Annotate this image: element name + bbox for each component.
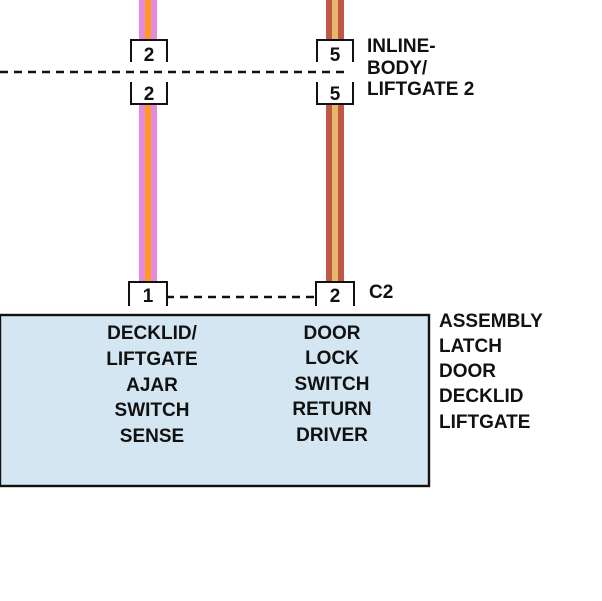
inline-connector-label-line-2: BODY/ <box>367 58 428 79</box>
c2-connector-label: C2 <box>369 282 393 303</box>
wire-left-tracer-top <box>145 0 151 40</box>
component-name-line-1: ASSEMBLY <box>439 311 543 332</box>
inline-connector-label-line-1: INLINE- <box>367 36 436 57</box>
left-function-line-4: SWITCH <box>115 400 190 421</box>
inline-connector-label-line-3: LIFTGATE 2 <box>367 79 474 100</box>
c2-left-pin: 1 <box>128 281 168 307</box>
c2-left-pin-number: 1 <box>143 286 154 307</box>
component-name-line-3: DOOR <box>439 361 496 382</box>
component-name-line-4: DECKLID <box>439 386 523 407</box>
right-function-line-1: DOOR <box>304 323 361 344</box>
c2-right-pin: 2 <box>315 281 355 307</box>
inline-connector-label: INLINE- BODY/ LIFTGATE 2 <box>367 36 474 100</box>
inline-left-top-pin-number: 2 <box>144 45 155 66</box>
component-left-function: DECKLID/ LIFTGATE AJAR SWITCH SENSE <box>106 323 197 447</box>
left-function-line-5: SENSE <box>120 426 184 447</box>
component-name-line-5: LIFTGATE <box>439 412 530 433</box>
right-function-line-2: LOCK <box>305 348 359 369</box>
left-function-line-3: AJAR <box>126 375 178 396</box>
wire-left <box>139 0 157 282</box>
inline-right-top-pin-number: 5 <box>330 45 341 66</box>
inline-left-top-pin: 2 <box>130 39 168 66</box>
right-function-line-3: SWITCH <box>295 374 370 395</box>
component-name: ASSEMBLY LATCH DOOR DECKLID LIFTGATE <box>439 311 543 433</box>
inline-left-bottom-pin: 2 <box>130 82 168 105</box>
wire-left-tracer-middle <box>145 104 151 282</box>
wire-right-tracer-middle <box>332 104 338 282</box>
component-name-line-2: LATCH <box>439 336 502 357</box>
component-body <box>0 313 431 488</box>
wire-right <box>326 0 344 282</box>
right-function-line-4: RETURN <box>292 399 371 420</box>
c2-right-pin-number: 2 <box>330 286 341 307</box>
inline-left-bottom-pin-number: 2 <box>144 84 155 105</box>
right-function-line-5: DRIVER <box>296 425 368 446</box>
inline-right-top-pin: 5 <box>316 39 354 66</box>
left-function-line-2: LIFTGATE <box>106 349 197 370</box>
wire-right-tracer-top <box>332 0 338 40</box>
left-function-line-1: DECKLID/ <box>107 323 197 344</box>
inline-right-bottom-pin: 5 <box>316 82 354 105</box>
component-right-function: DOOR LOCK SWITCH RETURN DRIVER <box>292 323 371 446</box>
inline-right-bottom-pin-number: 5 <box>330 84 341 105</box>
